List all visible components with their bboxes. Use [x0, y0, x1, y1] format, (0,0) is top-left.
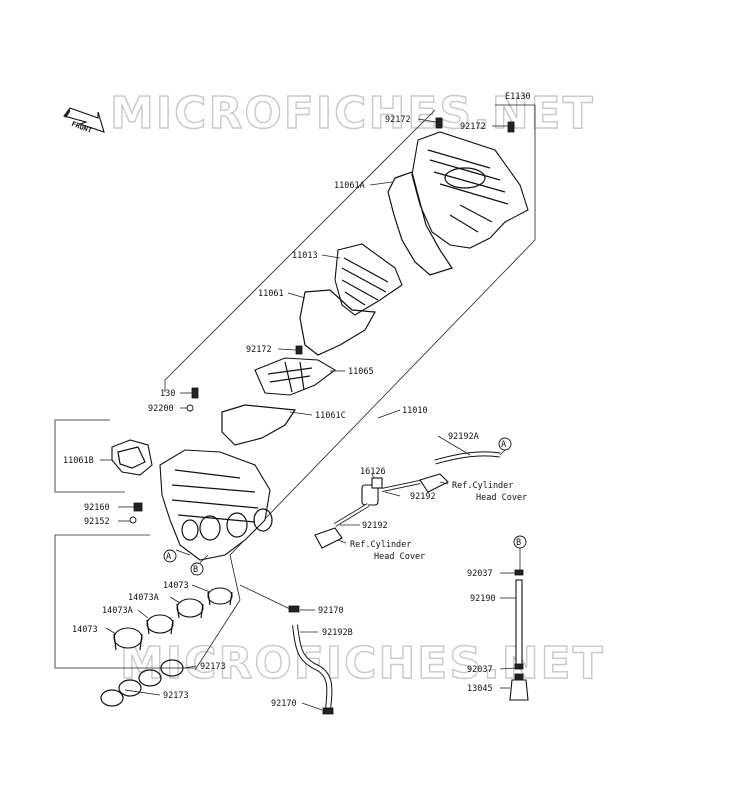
label-92160: 92160	[84, 503, 110, 513]
upper-bracket	[54, 419, 125, 493]
marker-b-top: B	[513, 535, 527, 549]
watermark-bottom: MICROFICHES.NET	[120, 638, 605, 689]
label-11065: 11065	[348, 367, 374, 377]
label-92173-a: 92173	[200, 662, 226, 672]
label-92172-right: 92172	[460, 122, 486, 132]
label-92172-mid: 92172	[246, 345, 272, 355]
label-92152: 92152	[84, 517, 110, 527]
svg-text:A: A	[501, 440, 506, 450]
label-14073-b: 14073	[72, 625, 98, 635]
gasket-11061A	[387, 171, 453, 276]
label-11013: 11013	[292, 251, 318, 261]
label-11061A: 11061A	[334, 181, 365, 191]
marker-b-bottom: B	[190, 562, 204, 576]
label-92173-b: 92173	[163, 691, 189, 701]
drain-tube	[509, 569, 529, 701]
front-arrow-icon: FRONT	[63, 107, 105, 135]
lower-bracket	[54, 534, 195, 669]
label-11061B: 11061B	[63, 456, 94, 466]
label-92190: 92190	[470, 594, 496, 604]
ref-cylinder-head-1-line1: Ref.Cylinder	[452, 481, 513, 491]
label-92170-a: 92170	[318, 606, 344, 616]
label-92170-b: 92170	[271, 699, 297, 709]
label-92172-top: 92172	[385, 115, 411, 125]
ref-cylinder-head-2-line1: Ref.Cylinder	[350, 540, 411, 550]
svg-text:A: A	[166, 552, 171, 562]
gasket-11061C	[221, 404, 297, 446]
air-filter-element	[334, 243, 403, 316]
label-92192-a: 92192	[410, 492, 436, 502]
label-13045: 13045	[467, 684, 493, 694]
cylinder-cover-fitting-a	[419, 473, 449, 493]
ref-cylinder-head-2-line2: Head Cover	[374, 552, 425, 562]
label-11010: 11010	[402, 406, 428, 416]
label-16126: 16126	[360, 467, 386, 477]
funnel-set	[113, 587, 233, 651]
label-11061: 11061	[258, 289, 284, 299]
label-14073A-a: 14073A	[128, 593, 159, 603]
label-11061C: 11061C	[315, 411, 346, 421]
washer-92152	[129, 516, 137, 524]
bolt-130	[191, 387, 199, 399]
label-92037-a: 92037	[467, 569, 493, 579]
svg-text:B: B	[516, 538, 521, 548]
screw-92172-right	[507, 121, 515, 133]
label-92200: 92200	[148, 404, 174, 414]
washer-92200	[186, 404, 194, 412]
clamp-92170-b	[322, 707, 334, 715]
ref-cylinder-head-1-line2: Head Cover	[476, 493, 527, 503]
label-130: 130	[160, 389, 175, 399]
diagram-code: E1130	[505, 92, 531, 102]
leader-lines	[100, 118, 521, 711]
marker-a-top: A	[498, 437, 512, 451]
valve-16126	[361, 477, 383, 506]
air-cleaner-upper-cover	[411, 131, 529, 249]
screw-92172-top	[435, 117, 443, 129]
grommet-92160	[133, 502, 143, 512]
duct-11061B	[111, 439, 153, 476]
label-92192B: 92192B	[322, 628, 353, 638]
label-92037-b: 92037	[467, 665, 493, 675]
screw-92172-mid	[295, 345, 303, 355]
label-14073-a: 14073	[163, 581, 189, 591]
air-cleaner-lower-case	[159, 449, 273, 561]
cylinder-cover-fitting-b	[314, 527, 343, 549]
svg-text:B: B	[193, 565, 198, 575]
plate-11065	[254, 357, 336, 396]
marker-a-bottom: A	[163, 549, 177, 563]
label-92192A: 92192A	[448, 432, 479, 442]
label-92192-b: 92192	[362, 521, 388, 531]
gasket-11061	[299, 289, 376, 356]
assembly-outline	[164, 104, 536, 671]
label-14073A-b: 14073A	[102, 606, 133, 616]
